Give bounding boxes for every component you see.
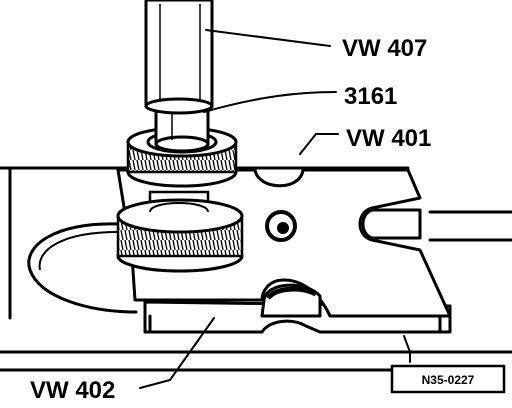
leader-vw402 [139,317,215,389]
leader-ref [403,335,411,363]
label-vw402: VW 402 [30,377,115,404]
reference-code-box: N35-0227 [390,364,506,394]
knurled-nut-lower [116,190,244,273]
tool-shaft [144,0,214,115]
curved-opening [27,222,138,314]
reference-code: N35-0227 [422,373,475,387]
leader-vw407 [205,29,331,47]
label-3161: 3161 [344,83,397,110]
leader-3161 [203,91,337,113]
leader-vw401 [299,133,339,155]
label-vw407: VW 407 [342,35,427,62]
base-plate [0,166,512,372]
label-vw401: VW 401 [346,125,431,152]
curved-opening-inner [38,231,119,271]
